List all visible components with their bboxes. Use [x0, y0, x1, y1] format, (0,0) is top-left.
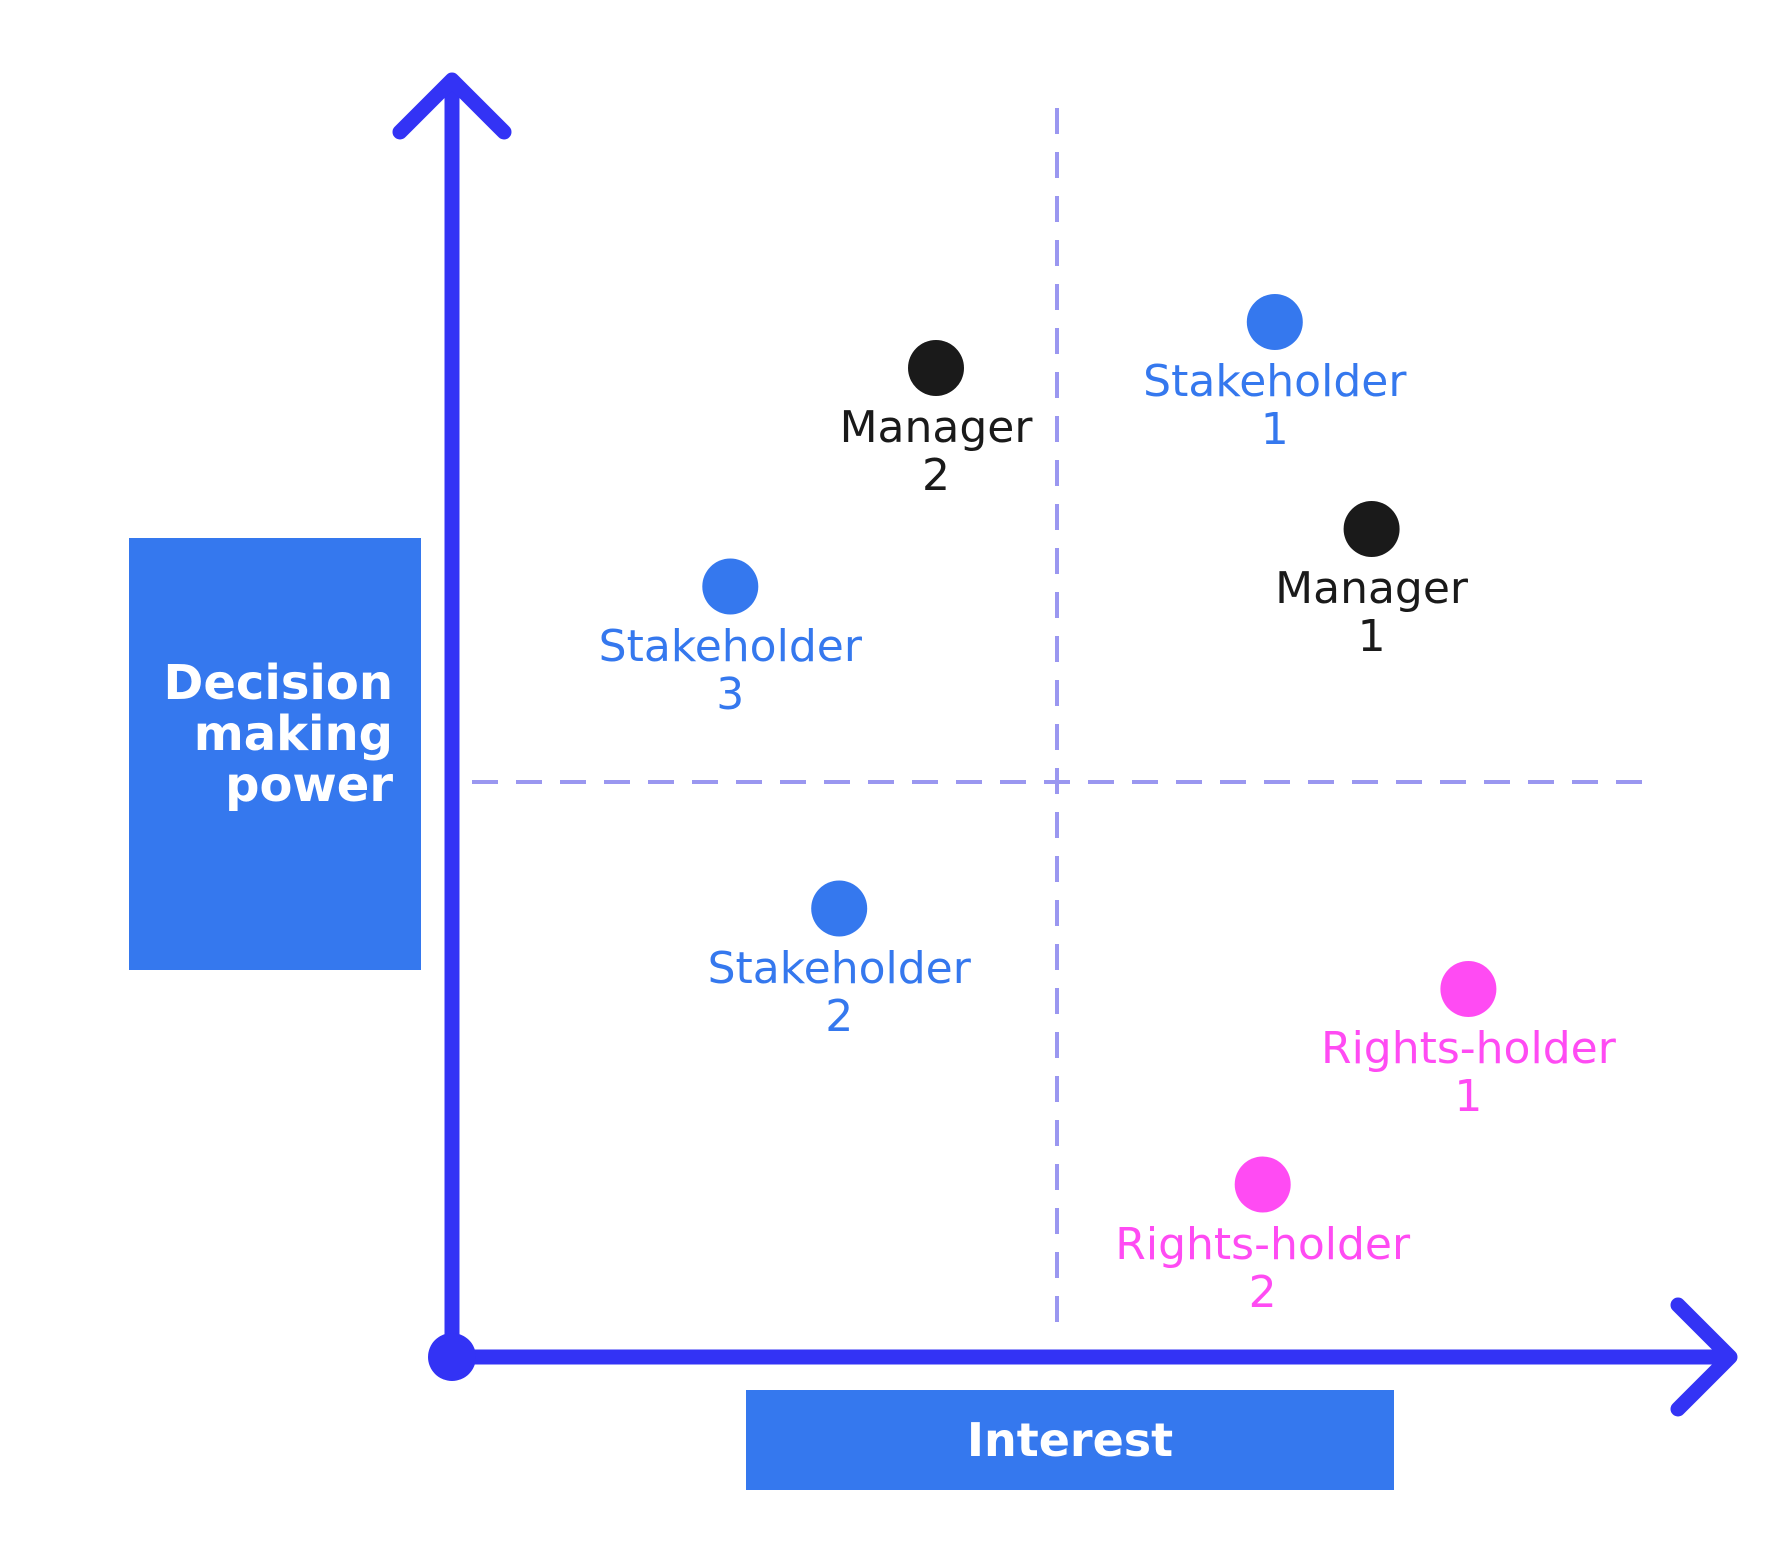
data-points — [702, 294, 1497, 1213]
point-label-name: Manager — [839, 402, 1033, 453]
point-label-number: 1 — [1260, 404, 1289, 455]
origin-dot — [428, 1333, 476, 1381]
point-label-name: Manager — [1275, 563, 1469, 614]
point-label-number: 1 — [1357, 611, 1386, 662]
point-label-number: 1 — [1454, 1071, 1483, 1122]
point-label-name: Rights-holder — [1320, 1023, 1616, 1074]
point-marker-stakeholder — [702, 558, 759, 615]
point-label-name: Stakeholder — [707, 942, 971, 994]
axes — [392, 72, 1738, 1417]
quadrant-dividers — [472, 108, 1660, 1340]
point-label-name: Rights-holder — [1115, 1218, 1411, 1270]
point-marker-stakeholder — [1246, 294, 1303, 350]
point-label-number: 3 — [716, 668, 745, 720]
point-label-name: Stakeholder — [1143, 356, 1407, 407]
y-axis-arrowhead — [392, 72, 512, 140]
point-label-name: Stakeholder — [598, 620, 862, 672]
x-axis-label-box: Interest — [746, 1390, 1394, 1490]
point-label-number: 2 — [922, 450, 950, 501]
point-label-number: 2 — [1248, 1266, 1277, 1318]
x-axis-label: Interest — [966, 1413, 1174, 1467]
point-marker-rights_holder — [1440, 961, 1497, 1017]
point-marker-stakeholder — [811, 880, 868, 937]
y-axis-label: Decision making power — [163, 655, 393, 813]
point-marker-manager — [1343, 501, 1400, 557]
x-axis-arrowhead — [1670, 1297, 1738, 1417]
point-marker-manager — [908, 340, 964, 396]
point-marker-rights_holder — [1234, 1156, 1291, 1213]
y-axis-label-box: Decision making power — [129, 538, 421, 970]
point-label-number: 2 — [825, 990, 854, 1042]
